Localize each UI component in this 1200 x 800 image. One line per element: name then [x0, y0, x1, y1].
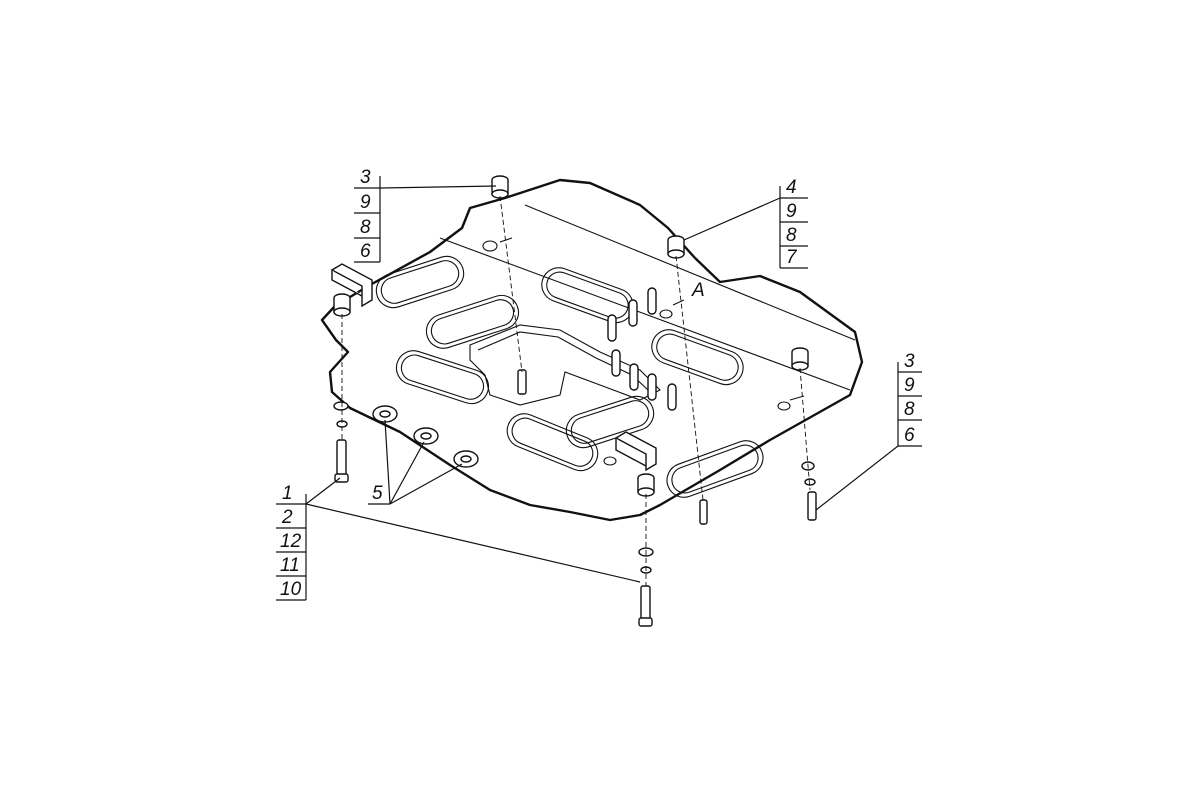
- bolt-center: [517, 369, 527, 395]
- callout-number: 3: [904, 351, 915, 372]
- callout-number: 11: [280, 555, 300, 576]
- callout-number: 6: [360, 241, 371, 262]
- bracket-left: [330, 263, 373, 308]
- callout-number: 9: [360, 192, 371, 213]
- callout-group-middle: 5: [372, 483, 383, 504]
- callout-number: 12: [280, 531, 302, 552]
- spacer-nut-top-right: [667, 235, 685, 259]
- bolt-lower-center: [699, 499, 708, 525]
- callout-number: 6: [904, 425, 915, 446]
- skid-plate: A: [320, 178, 864, 522]
- bolt-left: [333, 401, 349, 483]
- leader-lines: [276, 176, 922, 601]
- spacer-nut-right: [791, 347, 809, 371]
- callout-number: 3: [360, 167, 371, 188]
- callout-number: 9: [786, 201, 797, 222]
- callout-number: 8: [786, 225, 797, 246]
- callout-group-top-right: 4 9 8 7: [786, 177, 798, 268]
- plate-mark: A: [691, 280, 705, 301]
- callout-number: 5: [372, 483, 383, 504]
- spacer-nut-bottom: [637, 473, 655, 497]
- spacer-nut-top: [491, 175, 509, 199]
- grommet-3: [453, 450, 479, 468]
- callout-number: 10: [280, 579, 302, 600]
- assembly-axes: [341, 195, 811, 586]
- callout-group-top-left: 3 9 8 6: [360, 167, 371, 262]
- callout-number: 7: [786, 247, 798, 268]
- callout-number: 8: [360, 217, 371, 238]
- callout-number: 8: [904, 399, 915, 420]
- bracket-right: [614, 431, 657, 472]
- grommet-2: [413, 427, 439, 445]
- bolt-right: [801, 461, 817, 521]
- callout-number: 2: [281, 507, 293, 528]
- grommet-1: [372, 405, 398, 423]
- callout-group-right: 3 9 8 6: [904, 351, 915, 446]
- callout-group-bottom-left: 1 2 12 11 10: [280, 483, 302, 600]
- spacer-nut-left: [333, 293, 351, 317]
- callout-number: 1: [282, 483, 293, 504]
- callout-number: 4: [786, 177, 797, 198]
- callout-number: 9: [904, 375, 915, 396]
